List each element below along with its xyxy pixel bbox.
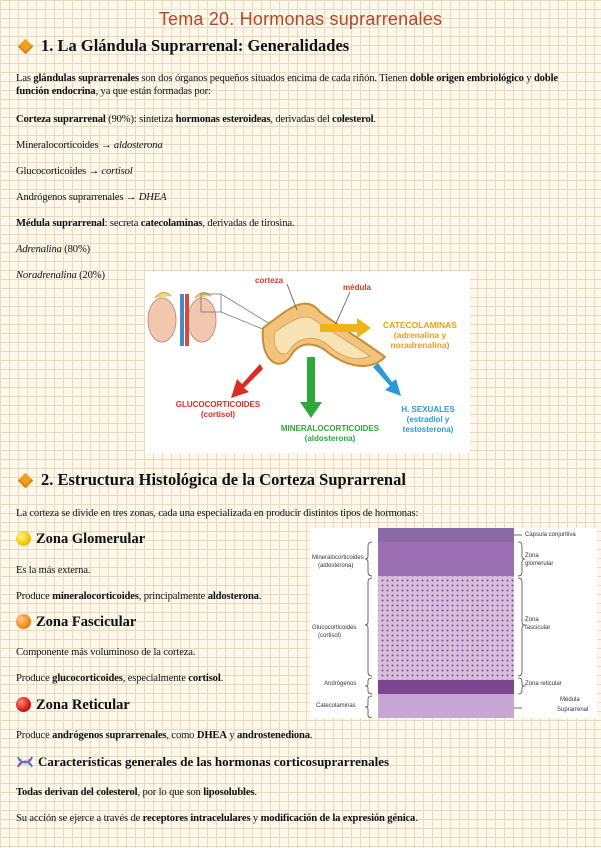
characteristics-heading: Características generales de las hormona… (16, 754, 389, 771)
adrenaline-line: Adrenalina (80%) (16, 244, 91, 255)
page-title: Tema 20. Hormonas suprarrenales (158, 9, 443, 29)
dna-icon (17, 756, 33, 768)
sex-hormone-arrow-icon (373, 363, 401, 396)
orange-circle-icon (16, 614, 31, 630)
zona-fascicular-heading: Zona Fascicular (16, 614, 136, 631)
reticular-line1: Produce andrógenos suprarrenales, como D… (16, 730, 313, 741)
zona-reticular-heading: Zona Reticular (16, 697, 130, 714)
section1-heading-text: 1. La Glándula Suprarrenal: Generalidade… (41, 36, 350, 55)
label-medula: Médula (560, 697, 580, 703)
label-medula: médula (343, 283, 372, 292)
fascicular-line2: Produce glucocorticoides, especialmente … (16, 673, 224, 684)
cortex-histology-figure: Mineralocorticoides(aldosterona) Glucoco… (310, 528, 597, 719)
diamond-bullet-icon (17, 472, 34, 489)
section1-heading: 1. La Glándula Suprarrenal: Generalidade… (16, 36, 349, 56)
section2-heading: 2. Estructura Histológica de la Corteza … (16, 470, 406, 490)
mineralocorticoid-arrow-icon (300, 357, 322, 418)
glucocorticoid-arrow-icon (231, 364, 263, 398)
section2-intro: La corteza se divide en tres zonas, cada… (16, 508, 419, 519)
label-zona-reticular: Zona reticular (525, 681, 562, 687)
zona-glomerular-heading: Zona Glomerular (16, 531, 145, 548)
section2-heading-text: 2. Estructura Histológica de la Corteza … (41, 470, 406, 489)
characteristics-line2: Su acción se ejerce a través de receptor… (16, 813, 418, 824)
label-glucocorticoides: Glucocorticoides(cortisol) (312, 625, 357, 639)
adrenal-gland-illustration (147, 283, 401, 418)
fascicular-line1: Componente más voluminoso de la corteza. (16, 647, 196, 658)
yellow-circle-icon (16, 531, 31, 547)
noradrenaline-line: Noradrenalina (20%) (16, 270, 105, 281)
label-androgenos: Andrógenos (324, 681, 357, 687)
label-capsula: Cápsula conjuntiva (525, 532, 576, 538)
label-mineralocorticoides: MINERALOCORTICOIDES(aldosterona) (280, 424, 380, 443)
intro-paragraph: Las glándulas suprarrenales son dos órga… (16, 73, 558, 97)
diamond-bullet-icon (17, 38, 34, 55)
red-circle-icon (16, 697, 31, 713)
glomerular-line2: Produce mineralocorticoides, principalme… (16, 591, 262, 602)
kidney-inset-icon (147, 292, 217, 346)
catecholamine-arrow-icon (320, 318, 371, 338)
histology-micrograph (364, 528, 526, 719)
medulla-paragraph: Médula suprarrenal: secreta catecolamina… (16, 218, 295, 229)
label-catecolaminas: Catecolaminas (316, 703, 356, 709)
mineralocorticoid-line: Mineralocorticoides → aldosterona (16, 140, 163, 151)
label-mineralocorticoides: Mineralocorticoides(aldosterona) (312, 555, 364, 569)
cortex-paragraph: Corteza suprarrenal (90%): sintetiza hor… (16, 114, 376, 125)
label-corteza: corteza (255, 276, 284, 285)
label-suprarrenal: Suprarrenal (557, 707, 589, 713)
label-glucocorticoides: GLUCOCORTICOIDES(cortisol) (175, 400, 261, 419)
adrenal-gland-diagram: corteza médula CATECOLAMINAS(adrenalina … (145, 272, 470, 453)
glomerular-line1: Es la más externa. (16, 565, 91, 576)
characteristics-line1: Todas derivan del colesterol, por lo que… (16, 787, 257, 798)
glucocorticoid-line: Glucocorticoides → cortisol (16, 166, 133, 177)
androgen-line: Andrógenos suprarrenales → DHEA (16, 192, 167, 203)
